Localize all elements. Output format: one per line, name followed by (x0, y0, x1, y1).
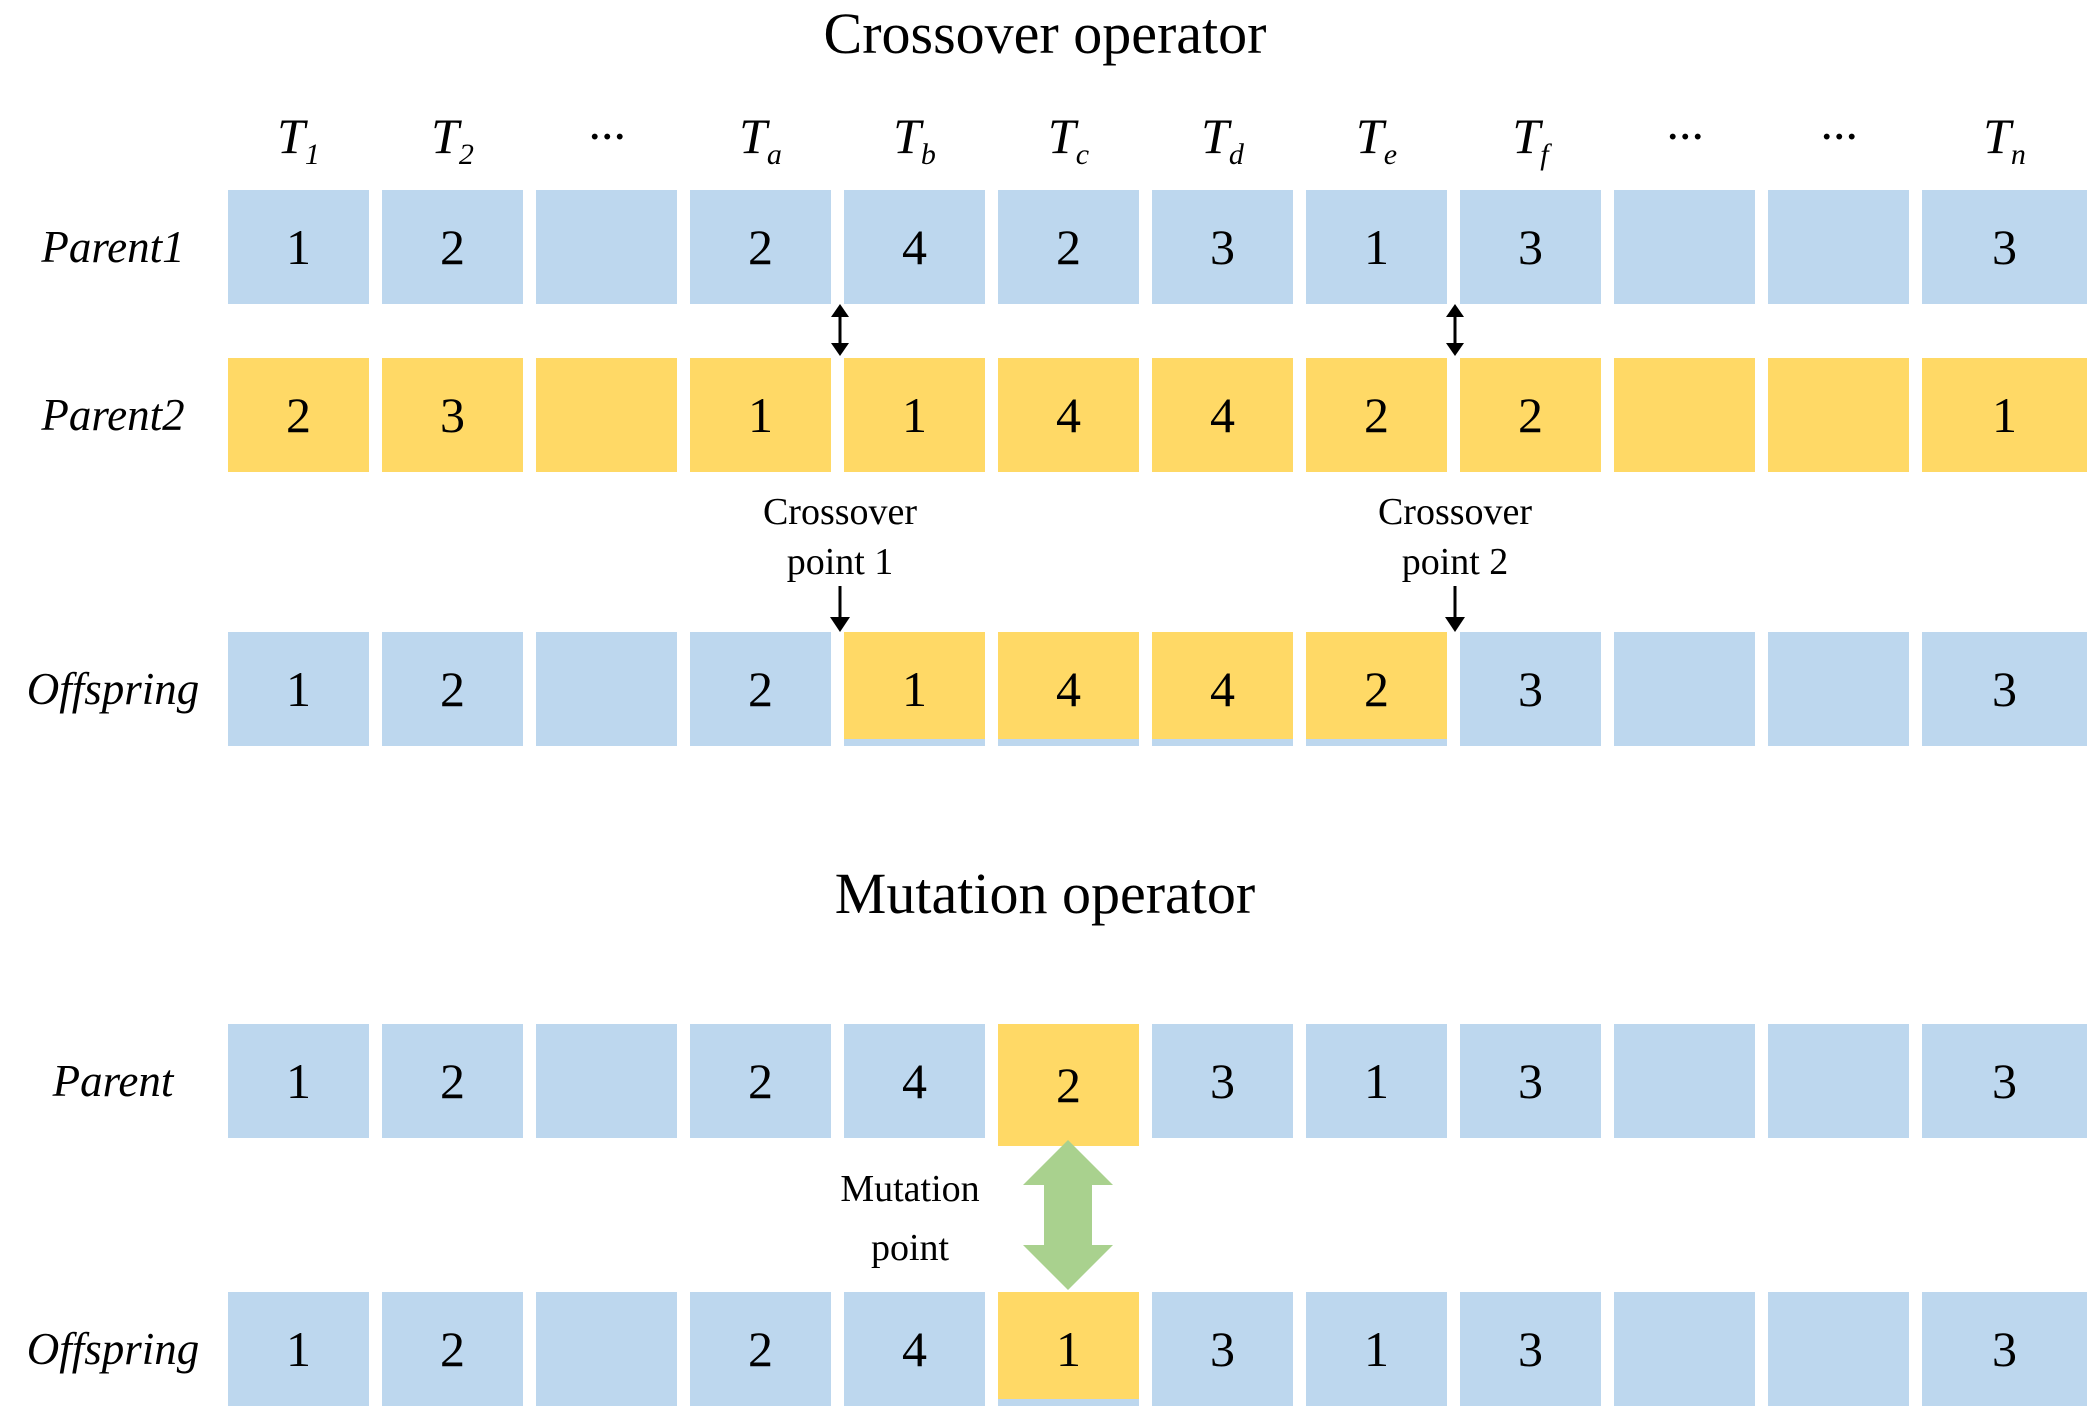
crossover-title: Crossover operator (823, 1, 1267, 66)
column-header-te: Te (1355, 108, 1398, 171)
column-header-dots: ··· (1665, 108, 1704, 164)
gene-cell: 2 (690, 190, 831, 304)
gene-cell: 1 (1306, 1292, 1447, 1406)
gene-cell: 3 (1152, 1024, 1293, 1138)
gene-cell: 1 (228, 1292, 369, 1406)
crossover-offspring-row: 1 2 2 1 4 4 2 3 3 (228, 632, 2087, 746)
gene-cell: 1 (228, 632, 369, 746)
gene-cell: 3 (1460, 632, 1601, 746)
gene-cell: 2 (1460, 358, 1601, 472)
parent2-row: 2 3 1 1 4 4 2 2 1 (228, 358, 2087, 472)
gene-cell: 2 (1306, 358, 1447, 472)
gene-cell: 3 (1460, 1024, 1601, 1138)
gene-cell: 1 (1922, 358, 2087, 472)
crossover-point-1-label: Crossover point 1 (762, 491, 918, 584)
gene-cell: 2 (1306, 632, 1447, 746)
swap-arrow-icon (827, 304, 853, 356)
gene-cell (1768, 358, 1909, 472)
gene-cell: 3 (1922, 190, 2087, 304)
gene-cell (1614, 358, 1755, 472)
gene-cell: 4 (1152, 632, 1293, 746)
mutation-swap-arrow-icon (1023, 1140, 1113, 1290)
gene-cell: 2 (690, 1024, 831, 1138)
gene-cell: 1 (844, 358, 985, 472)
gene-cell: 1 (1306, 1024, 1447, 1138)
gene-cell: 2 (998, 190, 1139, 304)
task-header-row: T1 T2 ··· Ta Tb Tc Td Te Tf ··· ··· Tn (228, 84, 2087, 180)
gene-cell (1768, 632, 1909, 746)
column-header-td: Td (1201, 108, 1244, 171)
gene-cell: 1 (690, 358, 831, 472)
gene-cell: 3 (1460, 1292, 1601, 1406)
row-label-parent1: Parent1 (41, 222, 185, 272)
parent1-row: 1 2 2 4 2 3 1 3 3 (228, 190, 2087, 304)
crossover-point-2-arrow-icon (1442, 586, 1468, 632)
column-header-tf: Tf (1512, 108, 1549, 171)
gene-cell: 2 (690, 632, 831, 746)
gene-cell: 3 (1922, 1292, 2087, 1406)
gene-cell: 4 (998, 632, 1139, 746)
gene-cell: 1 (1306, 190, 1447, 304)
column-header-t1: T1 (277, 108, 320, 171)
column-header-tn: Tn (1983, 108, 2026, 171)
gene-cell (1614, 190, 1755, 304)
gene-cell: 1 (998, 1292, 1139, 1406)
gene-cell (536, 358, 677, 472)
gene-cell: 1 (228, 190, 369, 304)
gene-cell: 2 (382, 190, 523, 304)
column-header-tb: Tb (893, 108, 936, 171)
mutation-point-label: Mutation point (840, 1168, 980, 1269)
column-header-t2: T2 (431, 108, 474, 171)
gene-cell (1768, 1292, 1909, 1406)
gene-cell (536, 1292, 677, 1406)
gene-cell: 3 (1152, 1292, 1293, 1406)
gene-cell: 1 (228, 1024, 369, 1138)
gene-cell: 2 (382, 1292, 523, 1406)
gene-cell: 4 (844, 1024, 985, 1138)
column-header-ta: Ta (739, 108, 782, 171)
gene-cell (1768, 1024, 1909, 1138)
gene-cell: 3 (1922, 1024, 2087, 1138)
gene-cell: 2 (382, 632, 523, 746)
mutation-title: Mutation operator (834, 861, 1256, 926)
gene-cell: 4 (844, 1292, 985, 1406)
gene-cell (536, 632, 677, 746)
gene-cell: 2 (998, 1024, 1139, 1146)
gene-cell: 4 (844, 190, 985, 304)
column-header-dots: ··· (1819, 108, 1858, 164)
mutation-parent-row: 1 2 2 4 2 3 1 3 3 (228, 1024, 2087, 1146)
gene-cell (1768, 190, 1909, 304)
gene-cell: 4 (1152, 358, 1293, 472)
crossover-point-2-label: Crossover point 2 (1377, 491, 1533, 584)
gene-cell: 2 (690, 1292, 831, 1406)
gene-cell (536, 190, 677, 304)
column-header-tc: Tc (1047, 108, 1090, 171)
gene-cell: 3 (1460, 190, 1601, 304)
column-header-dots: ··· (587, 108, 626, 164)
gene-cell: 2 (228, 358, 369, 472)
row-label-parent2: Parent2 (41, 390, 185, 440)
row-label-parent: Parent (52, 1056, 174, 1106)
gene-cell: 1 (844, 632, 985, 746)
mutation-offspring-row: 1 2 2 4 1 3 1 3 3 (228, 1292, 2087, 1406)
gene-cell (1614, 1024, 1755, 1138)
row-label-offspring: Offspring (26, 664, 200, 714)
gene-cell: 3 (1922, 632, 2087, 746)
gene-cell (1614, 1292, 1755, 1406)
crossover-point-1-arrow-icon (827, 586, 853, 632)
gene-cell: 4 (998, 358, 1139, 472)
gene-cell (1614, 632, 1755, 746)
row-label-mutation-offspring: Offspring (26, 1324, 200, 1374)
gene-cell (536, 1024, 677, 1138)
gene-cell: 3 (1152, 190, 1293, 304)
swap-arrow-icon (1442, 304, 1468, 356)
gene-cell: 2 (382, 1024, 523, 1138)
gene-cell: 3 (382, 358, 523, 472)
